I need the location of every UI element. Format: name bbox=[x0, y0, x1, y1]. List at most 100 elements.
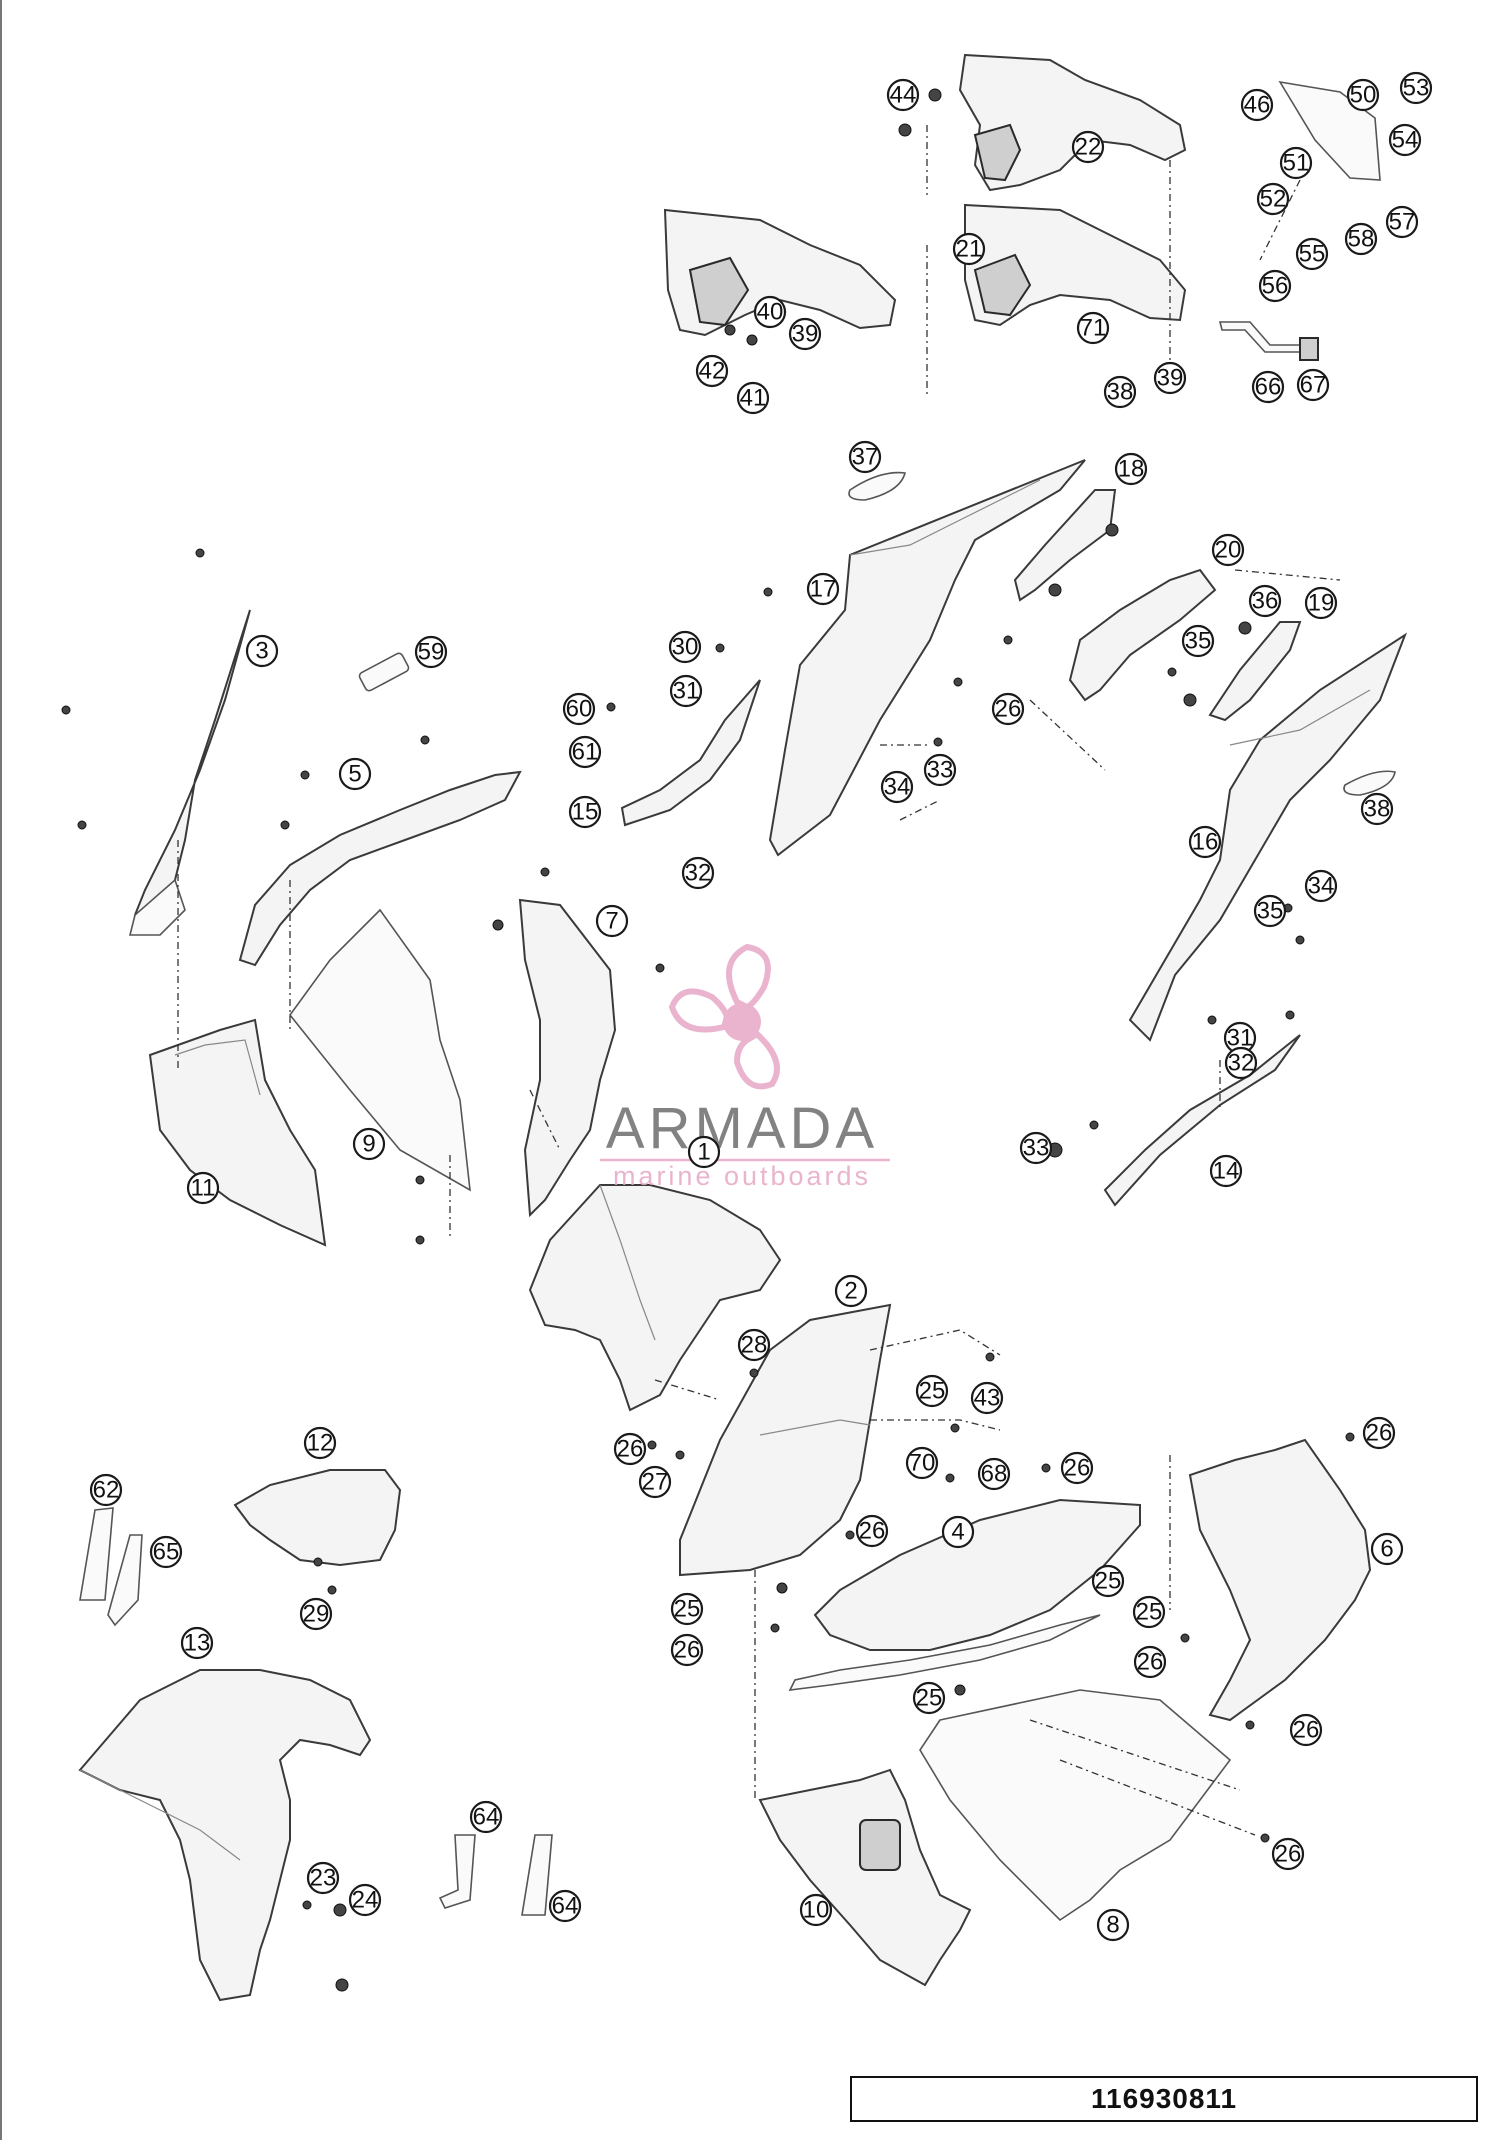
callout: 31 bbox=[1223, 1021, 1257, 1055]
bolt-icon bbox=[675, 1450, 685, 1460]
page-border bbox=[0, 0, 2, 2140]
callout: 42 bbox=[695, 354, 729, 388]
part-16-side-panel bbox=[1128, 632, 1408, 1042]
callout: 1 bbox=[687, 1135, 721, 1169]
svg-text:60: 60 bbox=[566, 696, 593, 723]
svg-text:38: 38 bbox=[1107, 379, 1134, 406]
svg-text:26: 26 bbox=[1137, 1649, 1164, 1676]
part-21-detail bbox=[973, 253, 1032, 317]
part-10-lower-cowl bbox=[758, 1768, 972, 1987]
callout: 6 bbox=[1370, 1532, 1404, 1566]
bolt-icon bbox=[945, 1473, 955, 1483]
part-67-bracket bbox=[1218, 321, 1301, 353]
bolt-icon bbox=[1003, 635, 1013, 645]
parts-layer bbox=[78, 53, 1408, 2002]
nut-icon bbox=[1048, 583, 1062, 597]
callout: 34 bbox=[1304, 869, 1338, 903]
callout: 35 bbox=[1181, 624, 1215, 658]
callout: 23 bbox=[306, 1861, 340, 1895]
callout: 26 bbox=[1271, 1837, 1305, 1871]
part-60-cushion bbox=[358, 652, 410, 692]
washer-icon bbox=[746, 334, 758, 346]
svg-text:14: 14 bbox=[1213, 1158, 1240, 1185]
svg-text:57: 57 bbox=[1389, 209, 1416, 236]
svg-text:2: 2 bbox=[844, 1278, 857, 1305]
callout: 27 bbox=[638, 1465, 672, 1499]
callout: 33 bbox=[923, 753, 957, 787]
bolt-icon bbox=[985, 1352, 995, 1362]
bolt-icon bbox=[770, 1623, 780, 1633]
svg-text:38: 38 bbox=[1364, 796, 1391, 823]
armada-watermark: ARMADA marine outboards bbox=[600, 943, 890, 1191]
callout: 44 bbox=[886, 78, 920, 112]
bolt-icon bbox=[1295, 935, 1305, 945]
callout: 67 bbox=[1296, 368, 1330, 402]
svg-text:51: 51 bbox=[1283, 150, 1310, 177]
bolt-icon bbox=[749, 1368, 759, 1378]
callout: 7 bbox=[595, 904, 629, 938]
callout: 61 bbox=[568, 735, 602, 769]
svg-text:64: 64 bbox=[473, 1804, 500, 1831]
callout: 26 bbox=[1133, 1645, 1167, 1679]
part-3-upper-cowl bbox=[133, 609, 251, 932]
svg-text:39: 39 bbox=[1157, 365, 1184, 392]
callout: 29 bbox=[299, 1597, 333, 1631]
part-7-side-panel bbox=[518, 898, 617, 1218]
svg-text:50: 50 bbox=[1350, 82, 1377, 109]
part-12-bracket bbox=[233, 1469, 402, 1567]
part-2-side-cowl bbox=[679, 1303, 892, 1577]
bolt-icon bbox=[1180, 1633, 1190, 1643]
svg-text:33: 33 bbox=[927, 757, 954, 784]
bolt-icon bbox=[195, 548, 205, 558]
callout: 64 bbox=[469, 1800, 503, 1834]
svg-text:23: 23 bbox=[310, 1865, 337, 1892]
svg-text:22: 22 bbox=[1075, 134, 1102, 161]
svg-text:26: 26 bbox=[1275, 1841, 1302, 1868]
bolt-icon bbox=[950, 1423, 960, 1433]
leader-lines bbox=[177, 125, 1341, 1836]
callout: 25 bbox=[670, 1592, 704, 1626]
callout: 52 bbox=[1256, 182, 1290, 216]
callout: 4 bbox=[941, 1515, 975, 1549]
svg-text:37: 37 bbox=[852, 444, 879, 471]
clip-icon bbox=[898, 123, 912, 137]
bolt-icon bbox=[763, 587, 773, 597]
svg-text:7: 7 bbox=[605, 908, 618, 935]
svg-text:34: 34 bbox=[884, 774, 911, 801]
callout: 26 bbox=[670, 1633, 704, 1667]
svg-text:64: 64 bbox=[552, 1893, 579, 1920]
callout: 51 bbox=[1279, 146, 1313, 180]
bolt-icon bbox=[933, 737, 943, 747]
bolt-icon bbox=[327, 1585, 337, 1595]
nut-icon bbox=[333, 1903, 347, 1917]
part-17-detail bbox=[849, 479, 1041, 556]
part-17-side-cover bbox=[768, 459, 1086, 857]
svg-text:58: 58 bbox=[1348, 226, 1375, 253]
callout: 43 bbox=[970, 1381, 1004, 1415]
bolt-icon bbox=[415, 1235, 425, 1245]
svg-text:36: 36 bbox=[1252, 588, 1279, 615]
part-20-stay bbox=[1068, 568, 1217, 702]
svg-text:6: 6 bbox=[1380, 1536, 1393, 1563]
svg-text:54: 54 bbox=[1392, 127, 1419, 154]
part-4-lower-strip bbox=[788, 1614, 1101, 1691]
svg-text:24: 24 bbox=[352, 1887, 379, 1914]
part-13-front-fender bbox=[78, 1669, 372, 2002]
svg-text:34: 34 bbox=[1308, 873, 1335, 900]
svg-text:43: 43 bbox=[974, 1385, 1001, 1412]
callout: 25 bbox=[915, 1374, 949, 1408]
callout: 18 bbox=[1114, 452, 1148, 486]
callout: 54 bbox=[1388, 123, 1422, 157]
part-68-reflector bbox=[1299, 337, 1319, 361]
callout: 15 bbox=[568, 795, 602, 829]
svg-text:56: 56 bbox=[1262, 273, 1289, 300]
callout: 34 bbox=[880, 770, 914, 804]
svg-text:26: 26 bbox=[1293, 1717, 1320, 1744]
part-18-bracket bbox=[1013, 489, 1117, 602]
nut-icon bbox=[1238, 621, 1252, 635]
svg-text:42: 42 bbox=[699, 358, 726, 385]
callout: 9 bbox=[352, 1127, 386, 1161]
callout: 38 bbox=[1360, 792, 1394, 826]
watermark-brand: ARMADA bbox=[606, 1096, 878, 1161]
svg-text:25: 25 bbox=[1136, 1599, 1163, 1626]
